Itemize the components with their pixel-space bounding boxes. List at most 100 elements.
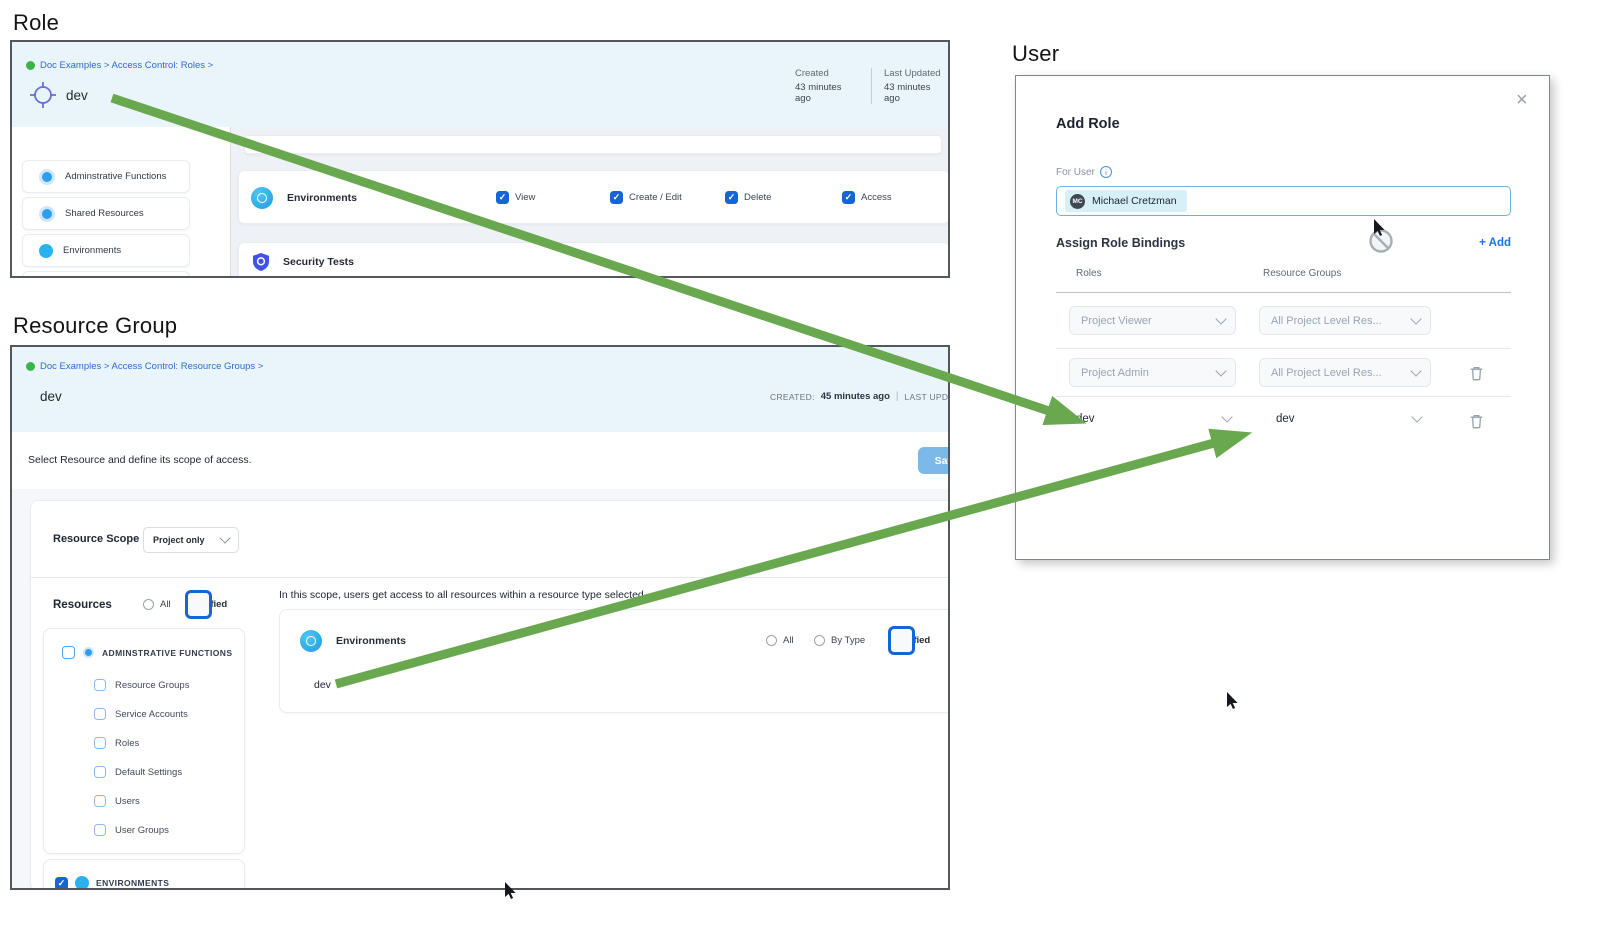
assign-role-bindings-label: Assign Role Bindings <box>1056 236 1186 250</box>
env-radio-specified[interactable]: Specified <box>888 626 930 655</box>
save-button[interactable]: Sav <box>918 447 948 474</box>
checkbox[interactable] <box>94 824 106 836</box>
divider <box>1056 292 1511 293</box>
rg-panel-header <box>12 347 948 432</box>
tree-parent-administrative-functions[interactable]: ADMINSTRATIVE FUNCTIONS <box>62 646 232 659</box>
binding-role-select-2[interactable]: dev <box>1076 411 1233 425</box>
checkbox[interactable] <box>94 795 106 807</box>
last-updated-value: 43 minutes ago <box>884 82 931 104</box>
rg-scope-card: Resource Scope Project only Resources Al… <box>30 500 948 888</box>
view-label: View <box>515 192 536 203</box>
radio-icon <box>766 635 777 646</box>
close-icon[interactable]: × <box>1516 89 1528 111</box>
radio-selected-icon <box>185 590 212 619</box>
environments-icon <box>75 876 89 888</box>
checkbox[interactable] <box>62 646 75 659</box>
resources-radio-all[interactable]: All <box>143 599 171 610</box>
avatar: MC <box>1070 193 1085 209</box>
role-section-title: Role <box>13 10 60 35</box>
checkbox-checked[interactable]: ✓ <box>55 876 68 888</box>
created-value: 43 minutes ago <box>795 82 842 104</box>
tree-item-users[interactable]: Users <box>94 795 140 807</box>
sidebar-item-administrative-functions[interactable]: Adminstrative Functions <box>22 160 190 193</box>
created-label: Created <box>795 68 829 79</box>
view-checkbox[interactable]: ✓ <box>496 191 509 204</box>
checkbox[interactable] <box>94 708 106 720</box>
info-icon[interactable]: i <box>1099 166 1112 178</box>
environments-group-card[interactable]: ✓ ENVIRONMENTS <box>43 859 245 888</box>
user-chip-name: Michael Cretzman <box>1092 195 1177 207</box>
user-chip[interactable]: MC Michael Cretzman <box>1065 190 1187 212</box>
binding-rg-select-2[interactable]: dev <box>1276 411 1423 425</box>
binding-rg-select-1[interactable]: All Project Level Res... <box>1259 358 1431 387</box>
sidebar-item-environments[interactable]: Environments <box>22 234 190 267</box>
role-meta: Created 43 minutes ago Last Updated 43 m… <box>795 68 948 104</box>
divider <box>31 577 948 578</box>
user-select-input[interactable]: MC Michael Cretzman <box>1056 186 1511 216</box>
tree-item-service-accounts[interactable]: Service Accounts <box>94 708 188 720</box>
access-checkbox[interactable]: ✓ <box>842 191 855 204</box>
category-dot-icon <box>83 647 94 658</box>
breadcrumb[interactable]: Doc Examples > Access Control: Resource … <box>26 361 263 372</box>
rg-created-value: 45 minutes ago <box>820 391 890 402</box>
last-updated-label: Last Updated <box>884 68 941 79</box>
role-panel: Doc Examples > Access Control: Roles > d… <box>10 40 950 278</box>
tree-item-default-settings[interactable]: Default Settings <box>94 766 182 778</box>
security-tests-label: Security Tests <box>283 256 355 268</box>
chevron-down-icon <box>1411 411 1423 423</box>
divider <box>1056 348 1511 349</box>
resource-scope-select[interactable]: Project only <box>143 527 239 553</box>
binding-role-select-0[interactable]: Project Viewer <box>1069 306 1236 335</box>
permission-resource-label: Environments <box>287 192 358 204</box>
tree-item-resource-groups[interactable]: Resource Groups <box>94 679 189 691</box>
chevron-down-icon <box>1221 411 1233 423</box>
radio-selected-icon <box>888 626 915 655</box>
divider <box>1056 396 1511 397</box>
security-tests-row: Security Tests <box>238 242 948 276</box>
chevron-down-icon <box>1215 312 1227 325</box>
status-dot-icon <box>26 61 35 70</box>
resource-scope-label: Resource Scope <box>53 533 140 545</box>
roles-column-header: Roles <box>1076 268 1102 279</box>
checkbox[interactable] <box>94 679 106 691</box>
environments-permission-row: Environments ✓ View ✓ Create / Edit ✓ De… <box>238 170 948 224</box>
binding-rg-select-0[interactable]: All Project Level Res... <box>1259 306 1431 335</box>
role-crosshair-icon <box>30 82 56 108</box>
trash-icon[interactable] <box>1469 413 1484 429</box>
rg-created-label: CREATED: <box>770 391 815 402</box>
environments-icon <box>251 187 273 209</box>
rg-meta-divider: | <box>895 391 899 402</box>
create-edit-checkbox[interactable]: ✓ <box>610 191 623 204</box>
delete-checkbox[interactable]: ✓ <box>725 191 738 204</box>
security-shield-icon <box>253 253 269 271</box>
tree-item-user-groups[interactable]: User Groups <box>94 824 169 836</box>
resources-label: Resources <box>53 599 112 611</box>
rg-last-updated-label: LAST UPD <box>904 391 949 402</box>
env-scope-value: dev <box>314 679 331 691</box>
sidebar-item-shared-resources[interactable]: Shared Resources <box>22 197 190 230</box>
category-dot-icon <box>39 205 55 222</box>
resources-radio-specified[interactable]: Specified <box>185 590 227 619</box>
tree-item-roles[interactable]: Roles <box>94 737 139 749</box>
user-section-title: User <box>1012 41 1060 66</box>
env-radio-all[interactable]: All <box>766 635 794 646</box>
checkbox[interactable] <box>94 737 106 749</box>
environments-icon <box>39 243 53 258</box>
partial-row <box>244 135 942 154</box>
for-user-row: For User i <box>1056 166 1112 178</box>
sidebar-item-partial[interactable] <box>22 271 190 276</box>
checkbox[interactable] <box>94 766 106 778</box>
add-binding-button[interactable]: + Add <box>1479 237 1511 249</box>
environment-scope-card: Environments All By Type Specified dev <box>279 609 948 713</box>
resource-group-panel: Doc Examples > Access Control: Resource … <box>10 345 950 890</box>
resources-tree-card: ADMINSTRATIVE FUNCTIONS Resource Groups … <box>43 628 245 854</box>
binding-role-select-1[interactable]: Project Admin <box>1069 358 1236 387</box>
chevron-down-icon <box>1215 364 1227 377</box>
role-title: dev <box>66 88 88 103</box>
chevron-down-icon <box>219 532 231 544</box>
resource-groups-column-header: Resource Groups <box>1263 268 1342 279</box>
mouse-cursor <box>1227 692 1238 709</box>
env-radio-by-type[interactable]: By Type <box>814 635 865 646</box>
breadcrumb[interactable]: Doc Examples > Access Control: Roles > <box>26 60 213 71</box>
trash-icon[interactable] <box>1469 365 1484 381</box>
